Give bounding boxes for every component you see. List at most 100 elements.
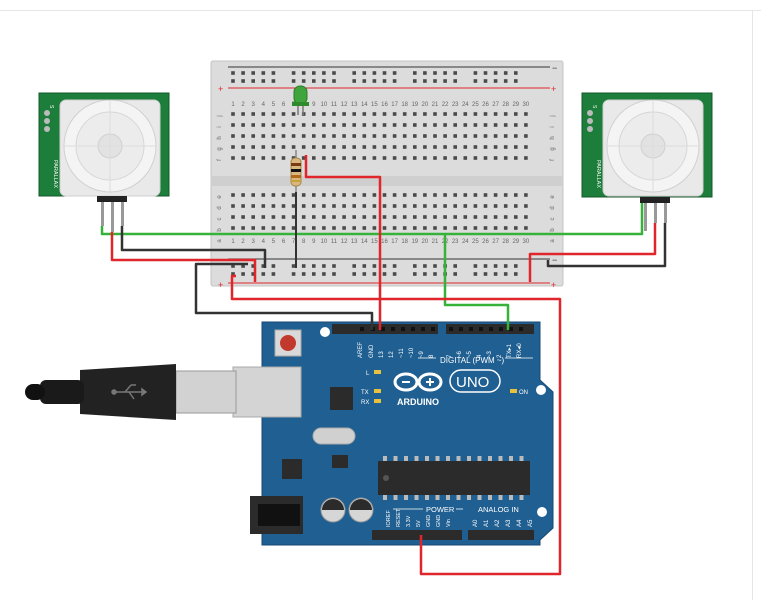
breadboard-hole[interactable]: [483, 215, 488, 219]
breadboard-hole[interactable]: [332, 156, 336, 160]
breadboard-hole[interactable]: [514, 226, 518, 230]
breadboard-hole[interactable]: [514, 79, 518, 83]
breadboard-hole[interactable]: [423, 226, 427, 230]
breadboard-hole[interactable]: [231, 79, 235, 83]
breadboard-hole[interactable]: [413, 226, 417, 230]
breadboard-hole[interactable]: [312, 204, 316, 208]
breadboard-hole[interactable]: [332, 145, 336, 149]
breadboard-hole[interactable]: [281, 204, 286, 208]
breadboard-hole[interactable]: [241, 79, 245, 83]
breadboard-hole[interactable]: [362, 215, 367, 219]
breadboard-hole[interactable]: [402, 215, 407, 219]
breadboard-hole[interactable]: [291, 264, 296, 268]
breadboard-hole[interactable]: [291, 215, 296, 219]
breadboard-hole[interactable]: [322, 71, 326, 75]
breadboard-hole[interactable]: [433, 215, 437, 219]
breadboard-hole[interactable]: [382, 264, 387, 268]
breadboard-hole[interactable]: [524, 145, 528, 149]
breadboard-hole[interactable]: [291, 112, 296, 116]
breadboard-hole[interactable]: [433, 204, 437, 208]
breadboard-hole[interactable]: [342, 204, 346, 208]
breadboard-hole[interactable]: [352, 134, 356, 138]
breadboard-hole[interactable]: [281, 226, 286, 230]
breadboard-hole[interactable]: [433, 112, 437, 116]
breadboard-hole[interactable]: [251, 204, 255, 208]
breadboard-hole[interactable]: [281, 112, 286, 116]
breadboard-hole[interactable]: [503, 71, 508, 75]
breadboard-hole[interactable]: [514, 272, 518, 276]
wire-red-pir-right-vcc[interactable]: [528, 223, 657, 282]
breadboard-hole[interactable]: [443, 112, 447, 116]
breadboard-hole[interactable]: [271, 156, 276, 160]
breadboard-hole[interactable]: [463, 145, 468, 149]
wire-red-pin13-led[interactable]: [304, 155, 382, 330]
breadboard-hole[interactable]: [342, 156, 346, 160]
breadboard-hole[interactable]: [524, 112, 528, 116]
breadboard-hole[interactable]: [413, 123, 417, 127]
breadboard-hole[interactable]: [392, 215, 397, 219]
breadboard-hole[interactable]: [322, 264, 326, 268]
breadboard-hole[interactable]: [382, 134, 387, 138]
breadboard-hole[interactable]: [312, 112, 316, 116]
breadboard-hole[interactable]: [301, 156, 306, 160]
breadboard-hole[interactable]: [291, 145, 296, 149]
breadboard-hole[interactable]: [241, 112, 245, 116]
breadboard-hole[interactable]: [453, 145, 457, 149]
breadboard-hole[interactable]: [483, 145, 488, 149]
breadboard-hole[interactable]: [332, 226, 336, 230]
breadboard-hole[interactable]: [514, 134, 518, 138]
breadboard-hole[interactable]: [443, 156, 447, 160]
breadboard-hole[interactable]: [443, 79, 447, 83]
breadboard-hole[interactable]: [372, 272, 377, 276]
breadboard-hole[interactable]: [503, 156, 508, 160]
breadboard-hole[interactable]: [301, 226, 306, 230]
breadboard-hole[interactable]: [241, 272, 245, 276]
breadboard-hole[interactable]: [433, 145, 437, 149]
breadboard-hole[interactable]: [362, 193, 367, 197]
breadboard-hole[interactable]: [231, 215, 235, 219]
wire-black-pir-left-gnd[interactable]: [120, 226, 267, 268]
breadboard-hole[interactable]: [352, 156, 356, 160]
breadboard-hole[interactable]: [443, 134, 447, 138]
breadboard-hole[interactable]: [251, 215, 255, 219]
breadboard-hole[interactable]: [241, 71, 245, 75]
breadboard-hole[interactable]: [402, 134, 407, 138]
breadboard-hole[interactable]: [372, 123, 377, 127]
breadboard-hole[interactable]: [251, 156, 255, 160]
breadboard-hole[interactable]: [493, 145, 498, 149]
breadboard-hole[interactable]: [483, 264, 488, 268]
breadboard-hole[interactable]: [271, 193, 276, 197]
breadboard-hole[interactable]: [362, 134, 367, 138]
breadboard-hole[interactable]: [514, 156, 518, 160]
breadboard-hole[interactable]: [362, 123, 367, 127]
breadboard-hole[interactable]: [413, 272, 417, 276]
breadboard-hole[interactable]: [271, 71, 276, 75]
breadboard-hole[interactable]: [473, 112, 478, 116]
breadboard-hole[interactable]: [231, 123, 235, 127]
breadboard-hole[interactable]: [322, 272, 326, 276]
breadboard-hole[interactable]: [352, 79, 356, 83]
breadboard-hole[interactable]: [271, 112, 276, 116]
breadboard-hole[interactable]: [271, 264, 276, 268]
breadboard-hole[interactable]: [433, 79, 437, 83]
breadboard-hole[interactable]: [312, 226, 316, 230]
breadboard-hole[interactable]: [301, 79, 306, 83]
breadboard-hole[interactable]: [423, 134, 427, 138]
breadboard-hole[interactable]: [483, 204, 488, 208]
breadboard-hole[interactable]: [362, 112, 367, 116]
breadboard-hole[interactable]: [332, 264, 336, 268]
breadboard-hole[interactable]: [473, 193, 478, 197]
breadboard-hole[interactable]: [362, 204, 367, 208]
breadboard-hole[interactable]: [231, 71, 235, 75]
breadboard-hole[interactable]: [332, 123, 336, 127]
breadboard-hole[interactable]: [241, 145, 245, 149]
breadboard-hole[interactable]: [493, 215, 498, 219]
breadboard-hole[interactable]: [382, 204, 387, 208]
breadboard-hole[interactable]: [463, 226, 468, 230]
breadboard-hole[interactable]: [463, 215, 468, 219]
breadboard-hole[interactable]: [382, 226, 387, 230]
breadboard-hole[interactable]: [473, 156, 478, 160]
breadboard-hole[interactable]: [291, 79, 296, 83]
breadboard-hole[interactable]: [493, 123, 498, 127]
breadboard-hole[interactable]: [514, 112, 518, 116]
